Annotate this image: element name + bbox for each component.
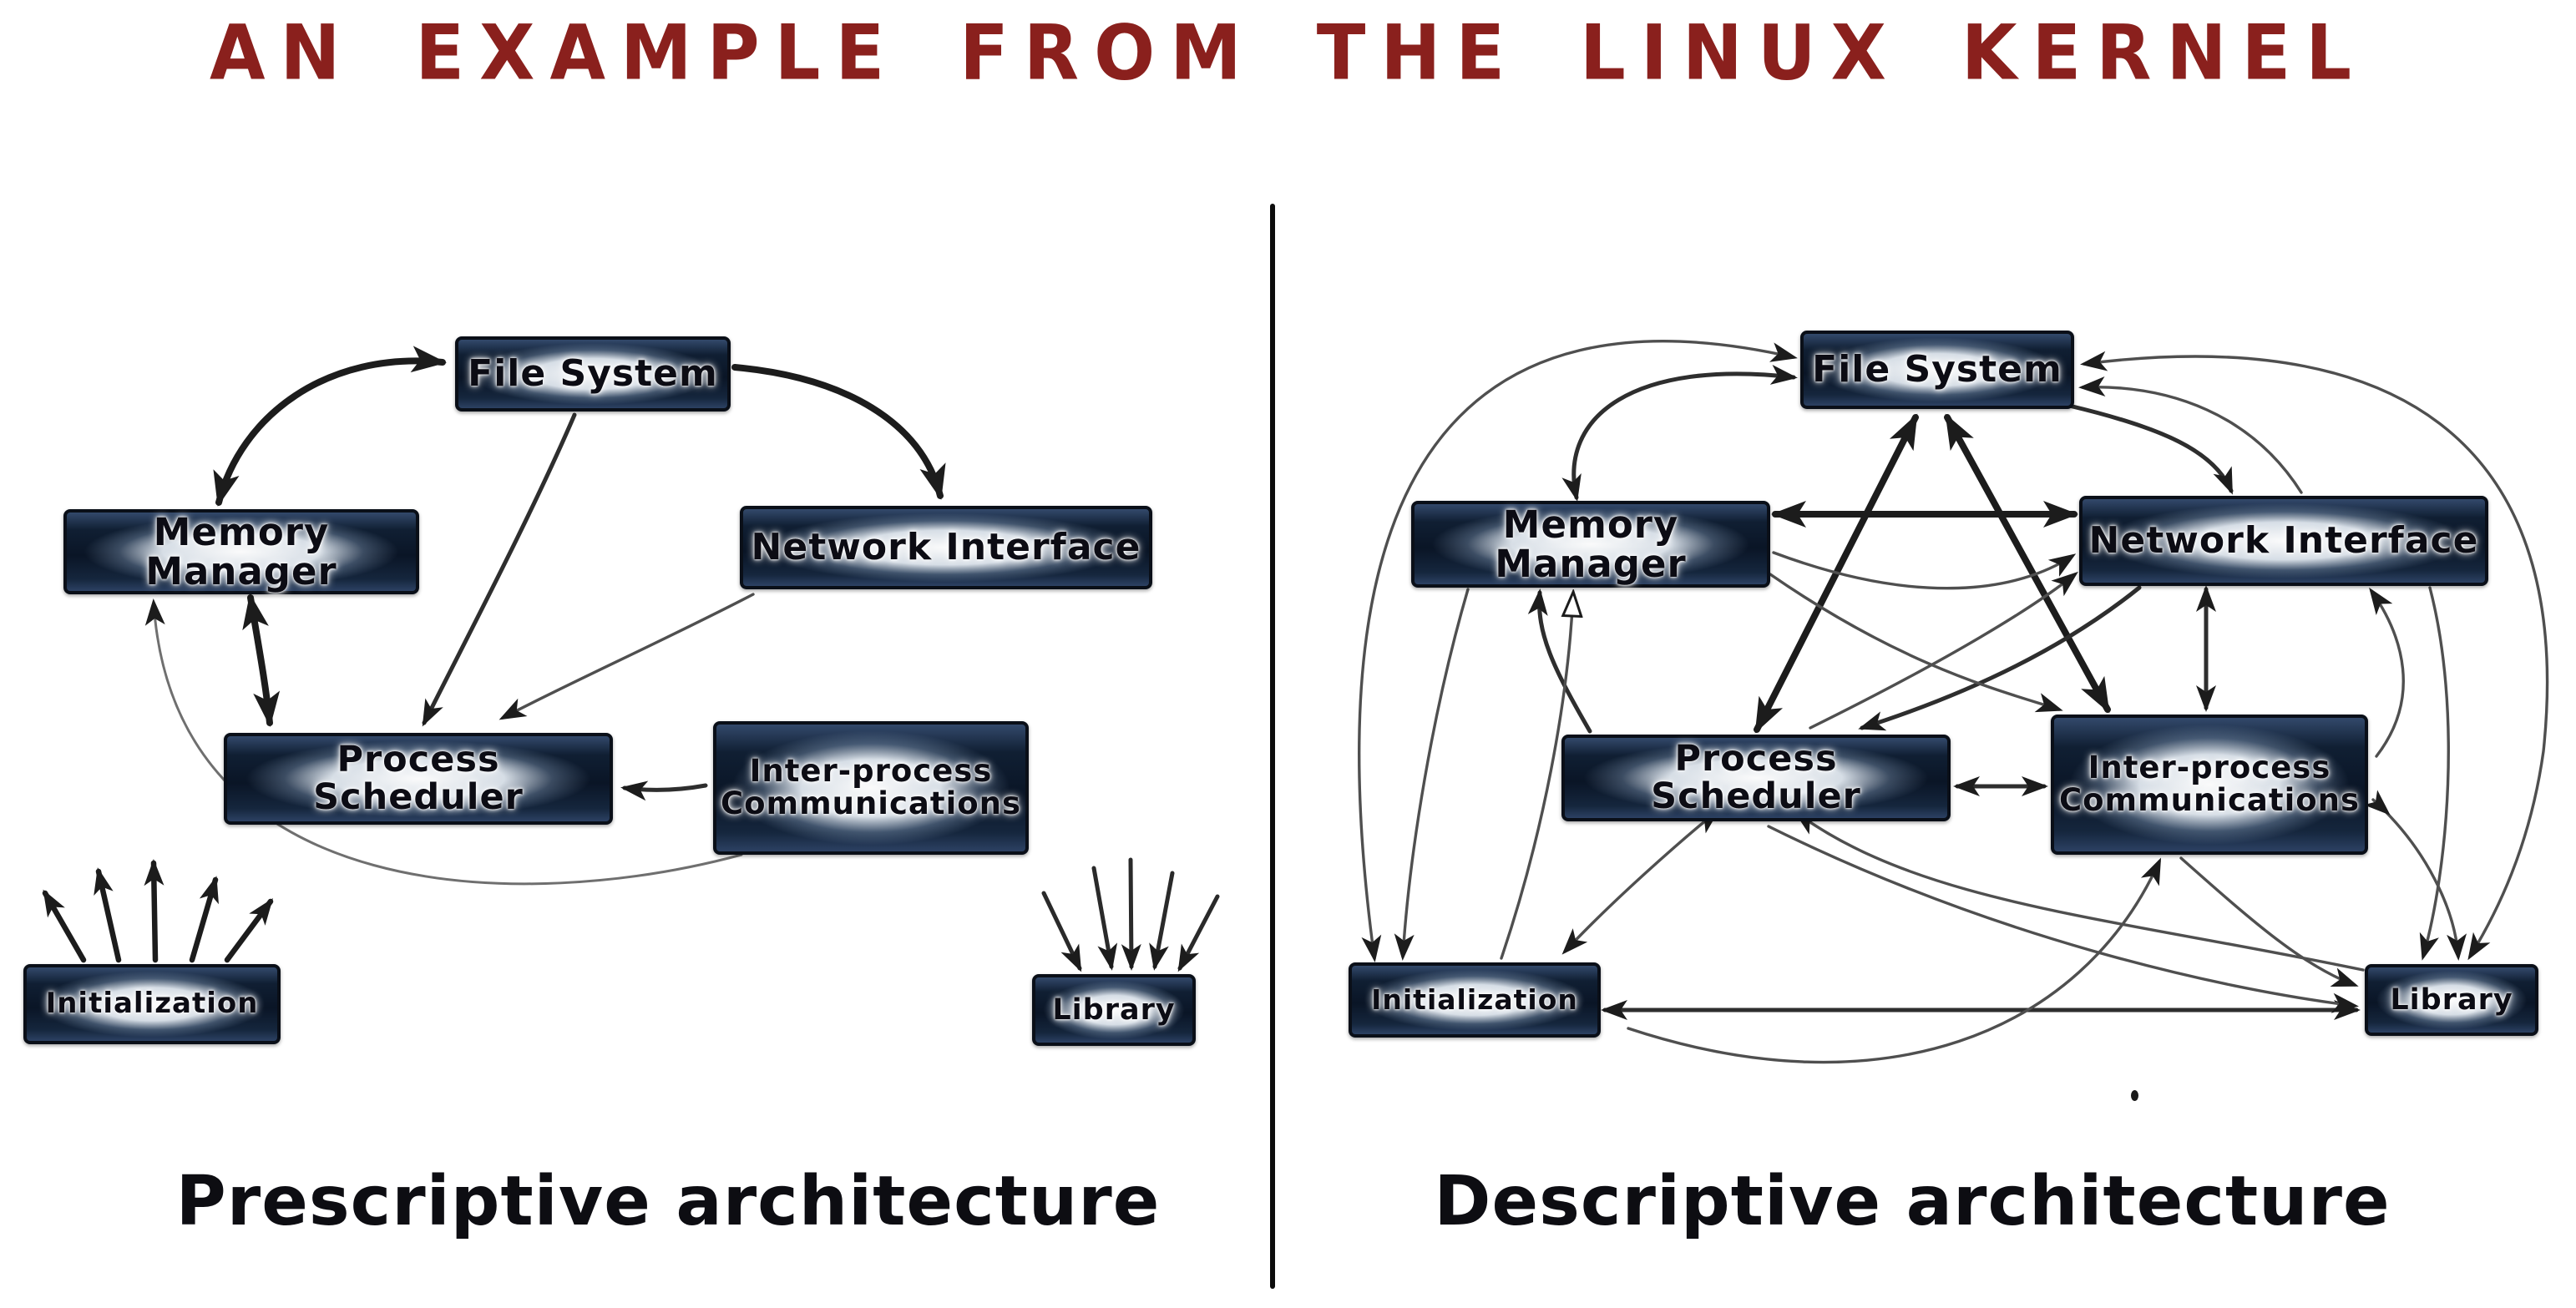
- edge-r-mm-init: [1394, 588, 1470, 961]
- library-fan-arrow-2: [1091, 866, 1118, 971]
- node-initialization-right: Initialization: [1349, 962, 1601, 1038]
- init-fan-arrow-5: [224, 897, 274, 963]
- node-label: Process Scheduler: [313, 738, 524, 818]
- node-memory-manager-right: Memory Manager: [1411, 501, 1770, 588]
- node-label: Inter-process Communications: [2058, 750, 2361, 818]
- node-label: Library: [1052, 992, 1176, 1027]
- caption-descriptive: Descriptive architecture: [1434, 1162, 2391, 1241]
- edge-r-init-ipc: [1627, 857, 2162, 1064]
- edge-r-mm-fs: [1561, 364, 1798, 502]
- node-label: Memory Manager: [145, 509, 337, 593]
- edge-ipc-ps: [620, 780, 708, 801]
- node-library-left: Library: [1032, 974, 1196, 1046]
- init-fan-arrow-1: [42, 889, 87, 963]
- edge-fs-ps: [422, 412, 577, 727]
- node-label: Network Interface: [2088, 518, 2479, 562]
- edge-r-ipc-lib-left: [2179, 856, 2359, 987]
- init-fan-arrow-2: [94, 867, 122, 963]
- edge-fs-ni: [731, 364, 946, 500]
- edge-r-ni-fs: [2078, 376, 2303, 494]
- edge-r-init-ps: [1561, 808, 1720, 955]
- node-label: File System: [468, 351, 718, 395]
- node-process-scheduler-left: Process Scheduler: [224, 733, 613, 825]
- edge-r-ps-lib: [1767, 825, 2359, 1013]
- node-file-system-left: File System: [455, 336, 731, 412]
- edge-r-ni-lib: [2419, 586, 2450, 961]
- node-memory-manager-left: Memory Manager: [63, 509, 419, 594]
- node-file-system-right: File System: [1800, 331, 2074, 409]
- node-label: File System: [1812, 347, 2062, 391]
- edge-r-ps-ni: [1809, 571, 2078, 730]
- panel-divider: [1270, 204, 1275, 1289]
- edge-ipc-mm: [144, 598, 743, 886]
- edge-r-ni-ps: [1858, 585, 2142, 731]
- edge-ni-ps: [498, 593, 755, 720]
- edge-r-lib-fs: [2080, 351, 2549, 961]
- edge-r-mm-ipc: [1769, 573, 2063, 713]
- edge-r-fs-ipc: [1944, 413, 2111, 714]
- node-initialization-left: Initialization: [23, 964, 281, 1044]
- node-inter-process-communications-left: Inter-process Communications: [713, 721, 1029, 855]
- page-title: AN EXAMPLE FROM THE LINUX KERNEL: [209, 9, 2367, 98]
- edge-r-fs-ni: [2067, 403, 2234, 495]
- init-fan-arrow-4: [189, 876, 219, 963]
- edge-mm-fs: [213, 346, 447, 507]
- node-network-interface-right: Network Interface: [2079, 496, 2488, 586]
- node-inter-process-communications-right: Inter-process Communications: [2051, 715, 2368, 855]
- node-network-interface-left: Network Interface: [740, 506, 1152, 589]
- node-label: Initialization: [1371, 982, 1578, 1016]
- node-label: Network Interface: [751, 525, 1141, 568]
- edge-r-ps-mm: [1527, 588, 1592, 734]
- node-label: Memory Manager: [1495, 502, 1687, 586]
- node-library-right: Library: [2365, 964, 2538, 1036]
- edge-r-init-mm: [1500, 594, 1573, 960]
- edge-mm-ps: [242, 593, 281, 727]
- node-label: Initialization: [45, 987, 259, 1021]
- node-label: Library: [2390, 982, 2513, 1017]
- init-fan-arrow-3: [144, 859, 164, 963]
- edge-r-ipc-ni: [2369, 587, 2405, 758]
- edge-r-lib-ps: [1793, 811, 2365, 972]
- caption-prescriptive: Prescriptive architecture: [175, 1162, 1161, 1241]
- stray-mark: [2131, 1090, 2138, 1101]
- node-process-scheduler-right: Process Scheduler: [1561, 735, 1951, 821]
- node-label: Inter-process Communications: [720, 753, 1022, 821]
- node-label: Process Scheduler: [1651, 737, 1861, 817]
- library-fan-arrow-4: [1149, 871, 1175, 971]
- edge-r-init-fs: [1358, 340, 1798, 962]
- library-fan-arrow-5: [1177, 894, 1220, 972]
- edge-r-ipc-lib-top: [2363, 790, 2467, 961]
- edge-r-mm-ni-low: [1772, 551, 2077, 590]
- library-fan-arrow-1: [1041, 891, 1082, 972]
